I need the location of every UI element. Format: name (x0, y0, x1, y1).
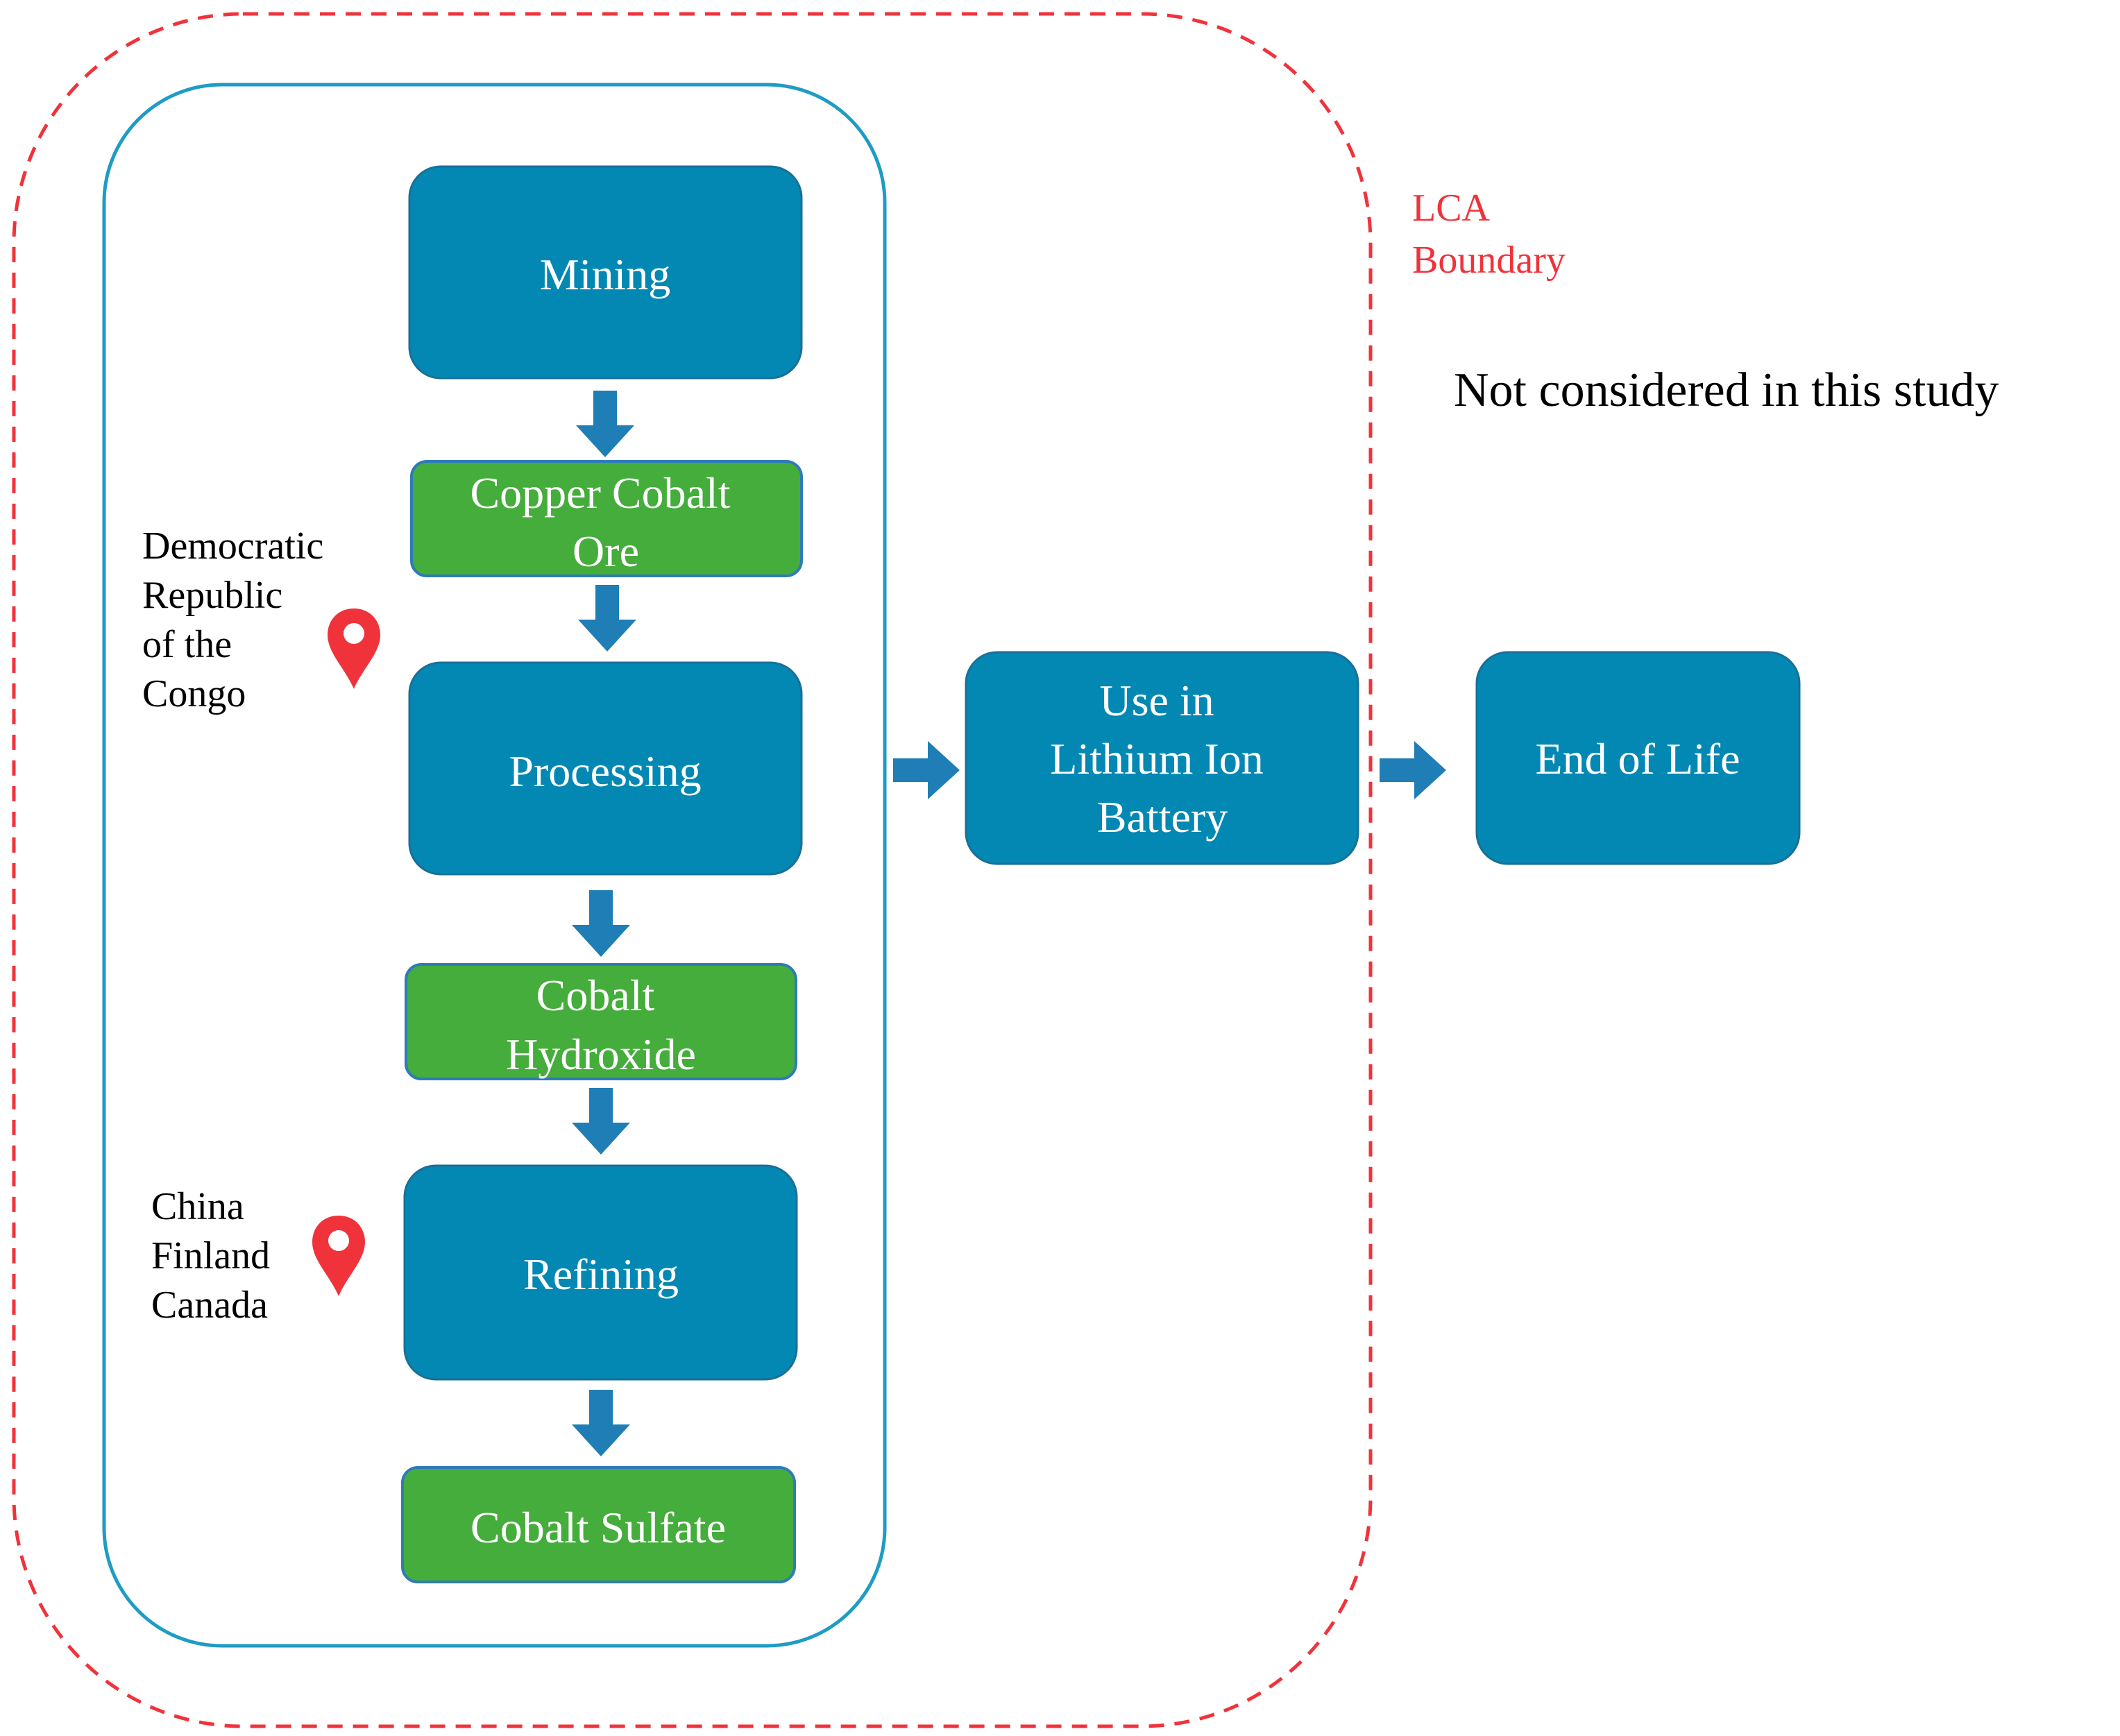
svg-text:Use in Lithium Ion: Use in Lithium Ion Battery (1050, 676, 1275, 842)
cobalt-hydroxide-line1: Cobalt (536, 971, 655, 1020)
refiners-line2: Finland (151, 1234, 270, 1277)
map-pin-icon (312, 1216, 365, 1296)
map-pin-icon (328, 609, 380, 689)
not-considered-note: Not considered in this study (1454, 364, 1999, 417)
drc-location-label: Democratic Republic of the Congo (142, 525, 333, 715)
arrow-icon (572, 1390, 630, 1456)
cobalt-hydroxide-line2: Hydroxide (506, 1030, 696, 1079)
svg-text:Cobalt Hydroxide: Cobalt Hydroxide (506, 971, 696, 1079)
lca-boundary-label: LCA Boundary (1412, 187, 1566, 282)
refiners-line3: Canada (151, 1284, 268, 1327)
processing-node: Processing (408, 661, 803, 876)
copper-cobalt-ore-line1: Copper Cobalt (470, 468, 730, 518)
copper-cobalt-ore-node: Copper Cobalt Ore (410, 460, 803, 577)
arrow-icon (578, 585, 636, 652)
use-in-battery-node: Use in Lithium Ion Battery (965, 651, 1359, 865)
cobalt-sulfate-node: Cobalt Sulfate (401, 1466, 796, 1583)
cobalt-sulfate-label: Cobalt Sulfate (470, 1503, 726, 1552)
mining-label: Mining (540, 250, 670, 299)
refining-label: Refining (523, 1250, 679, 1299)
cobalt-hydroxide-node: Cobalt Hydroxide (405, 963, 797, 1080)
mining-node: Mining (408, 165, 803, 380)
copper-cobalt-ore-line2: Ore (573, 527, 639, 576)
use-in-battery-line1: Use in (1099, 676, 1214, 725)
processing-label: Processing (509, 747, 701, 796)
refining-node: Refining (403, 1164, 798, 1381)
arrow-icon (576, 391, 634, 457)
drc-line2: Republic (142, 574, 282, 617)
end-of-life-label: End of Life (1536, 734, 1740, 783)
study-boundary (102, 83, 887, 1648)
refiners-location-label: China Finland Canada (151, 1185, 280, 1327)
arrow-icon (893, 741, 960, 799)
arrow-icon (1380, 741, 1446, 799)
use-in-battery-line3: Battery (1097, 792, 1228, 842)
lca-label-line1: LCA (1412, 187, 1491, 230)
svg-text:Copper Cobalt Ore: Copper Cobalt Ore (470, 468, 741, 576)
lca-label-line2: Boundary (1412, 239, 1566, 282)
arrow-icon (572, 890, 630, 957)
refiners-line1: China (151, 1185, 244, 1228)
drc-line1: Democratic (142, 525, 323, 568)
drc-line4: Congo (142, 672, 246, 715)
arrow-icon (572, 1088, 630, 1155)
drc-line3: of the (142, 623, 232, 666)
end-of-life-node: End of Life (1475, 651, 1801, 865)
lca-boundary (12, 12, 1373, 1728)
use-in-battery-line2: Lithium Ion (1050, 734, 1264, 783)
